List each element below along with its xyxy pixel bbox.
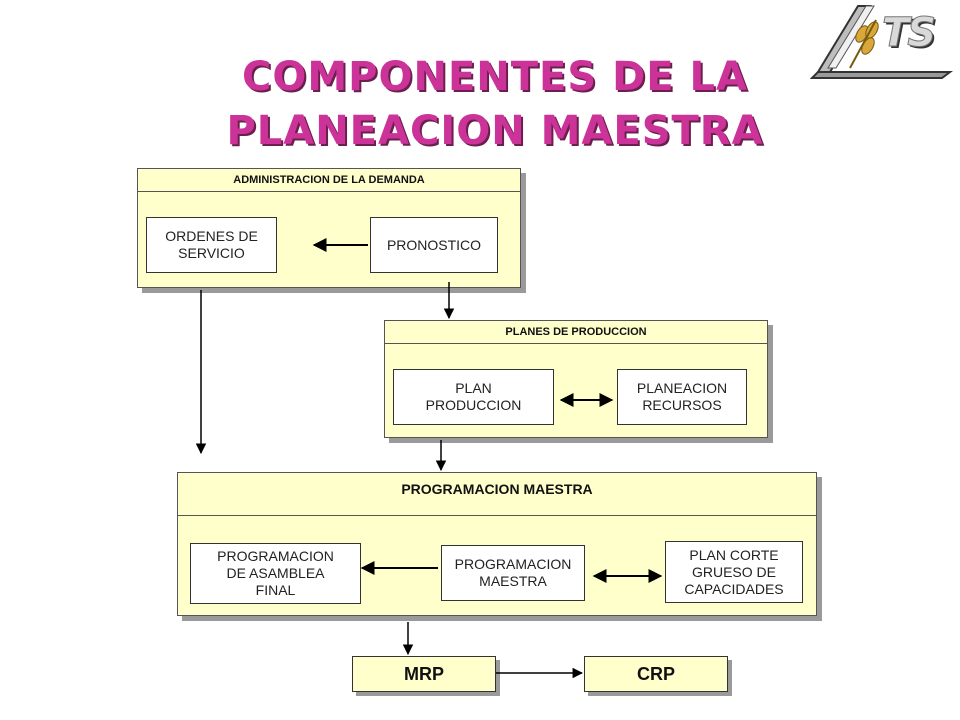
logo-graphic (810, 5, 953, 79)
master-schedule-label: PROGRAMACION MAESTRA (454, 556, 572, 589)
demand-management-panel: ADMINISTRACION DE LA DEMANDA ORDENES DE … (137, 168, 521, 288)
forecast-box: PRONOSTICO (370, 217, 498, 273)
forecast-label: PRONOSTICO (386, 236, 482, 253)
wheat-icon (849, 19, 879, 69)
resource-planning-label: PLANEACION RECURSOS (636, 380, 728, 413)
final-assembly-label: PROGRAMACION DE ASAMBLEA FINAL (217, 548, 334, 598)
resource-planning-box: PLANEACION RECURSOS (617, 369, 747, 425)
crp-box: CRP (584, 656, 728, 692)
service-orders-label: ORDENES DE SERVICIO (165, 228, 258, 261)
service-orders-box: ORDENES DE SERVICIO (146, 217, 277, 273)
master-scheduling-header: PROGRAMACION MAESTRA (178, 473, 816, 516)
rough-cut-capacity-box: PLAN CORTE GRUESO DE CAPACIDADES (665, 541, 803, 603)
production-plan-label: PLAN PRODUCCION (425, 380, 522, 413)
master-schedule-box: PROGRAMACION MAESTRA (441, 545, 585, 601)
production-plans-header: PLANES DE PRODUCCION (385, 321, 767, 344)
crp-label: CRP (636, 663, 675, 684)
final-assembly-box: PROGRAMACION DE ASAMBLEA FINAL (190, 543, 361, 604)
logo-text: TS (881, 10, 936, 57)
mrp-box: MRP (352, 656, 496, 692)
title-line-2: PLANEACION MAESTRA (226, 108, 764, 154)
rough-cut-capacity-label: PLAN CORTE GRUESO DE CAPACIDADES (684, 546, 784, 597)
title-line-1: COMPONENTES DE LA (241, 54, 748, 100)
production-plan-box: PLAN PRODUCCION (393, 369, 554, 425)
production-plans-panel: PLANES DE PRODUCCION PLAN PRODUCCION PLA… (384, 320, 768, 438)
mrp-label: MRP (404, 663, 444, 684)
master-scheduling-panel: PROGRAMACION MAESTRA PROGRAMACION DE ASA… (177, 472, 817, 616)
page-title: COMPONENTES DE LA PLANEACION MAESTRA (0, 50, 960, 158)
demand-management-header: ADMINISTRACION DE LA DEMANDA (138, 169, 520, 192)
